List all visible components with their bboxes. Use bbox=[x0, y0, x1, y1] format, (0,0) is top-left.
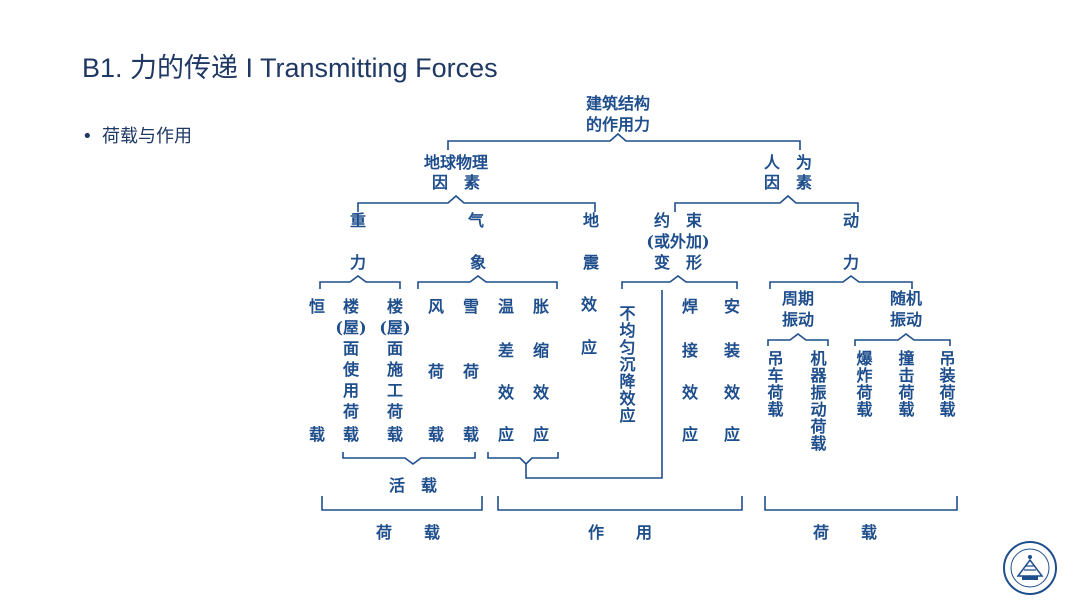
weather-label-top: 气 bbox=[467, 211, 484, 230]
leaf-install-1: 安 bbox=[724, 297, 740, 316]
leaf-floor-use-3: 面 bbox=[343, 339, 359, 358]
dynamic-label-bottom: 力 bbox=[843, 253, 859, 272]
human-label-line1: 人 为 bbox=[764, 153, 812, 172]
leaf-snow-3: 载 bbox=[463, 425, 479, 444]
leaf-wind-3: 载 bbox=[428, 425, 444, 444]
leaf-floor-construct-3: 面 bbox=[387, 339, 403, 358]
quake-label-top: 地 bbox=[583, 211, 599, 230]
leaf-snow-2: 荷 bbox=[463, 362, 479, 381]
constraint-label-line2: (或外加) bbox=[646, 232, 709, 251]
leaf-machine: 机器振动荷载 bbox=[808, 349, 828, 452]
periodic-label-line1: 周期 bbox=[782, 289, 814, 308]
weather-label-bottom: 象 bbox=[470, 253, 486, 272]
root-label-line1: 建筑结构 bbox=[586, 94, 650, 113]
live-load-brace bbox=[342, 452, 476, 465]
leaf-quake-effect-2: 应 bbox=[581, 338, 597, 357]
leaf-install-3: 效 bbox=[724, 383, 740, 402]
constraint-label-line1: 约 束 bbox=[654, 211, 703, 230]
geo-label-line2: 因 素 bbox=[432, 173, 480, 192]
leaf-floor-use-2: (屋) bbox=[335, 318, 366, 337]
leaf-welding-2: 接 bbox=[682, 341, 698, 360]
bottom-action-bracket bbox=[497, 496, 743, 511]
leaf-shrink-2: 缩 bbox=[533, 341, 549, 360]
bullet-text: 荷载与作用 bbox=[102, 126, 192, 147]
leaf-shrink-3: 效 bbox=[533, 383, 549, 402]
leaf-shrink-1: 胀 bbox=[533, 297, 549, 316]
periodic-label-line2: 振动 bbox=[782, 310, 814, 329]
human-brace bbox=[674, 194, 859, 212]
leaf-quake-effect-1: 效 bbox=[581, 295, 597, 314]
leaf-dead-load-top: 恒 bbox=[309, 297, 325, 316]
gravity-label-top: 重 bbox=[350, 211, 366, 230]
gravity-brace bbox=[319, 275, 401, 289]
dynamic-label-top: 动 bbox=[843, 211, 859, 230]
random-label-line1: 随机 bbox=[890, 289, 922, 308]
live-load-label: 活 载 bbox=[389, 476, 437, 495]
leaf-floor-construct-6: 荷 bbox=[387, 402, 403, 421]
leaf-impact: 撞击荷载 bbox=[896, 349, 915, 418]
leaf-floor-construct-7: 载 bbox=[387, 425, 403, 444]
random-brace bbox=[854, 333, 951, 346]
root-label-line2: 的作用力 bbox=[586, 115, 650, 134]
leaf-lifting: 吊装荷载 bbox=[937, 350, 957, 418]
constraint-label-line3: 变 形 bbox=[654, 253, 702, 272]
slide-title: B1. 力的传递 I Transmitting Forces bbox=[82, 53, 498, 83]
leaf-install-2: 装 bbox=[723, 341, 740, 360]
bottom-load-right-bracket bbox=[764, 496, 958, 511]
bottom-load-left-bracket bbox=[321, 496, 483, 511]
random-label-line2: 振动 bbox=[890, 310, 922, 329]
leaf-floor-construct-2: (屋) bbox=[379, 318, 410, 337]
leaf-floor-use-7: 载 bbox=[343, 425, 359, 444]
dynamic-brace bbox=[769, 275, 913, 289]
leaf-floor-construct-5: 工 bbox=[387, 381, 403, 400]
leaf-temp-1: 温 bbox=[497, 297, 514, 316]
bullet-dot: • bbox=[82, 126, 93, 147]
geo-label-line1: 地球物理 bbox=[424, 153, 488, 172]
gravity-label-bottom: 力 bbox=[350, 253, 366, 272]
leaf-floor-use-6: 荷 bbox=[343, 402, 359, 421]
leaf-settlement: 不均匀沉降效应 bbox=[617, 305, 636, 424]
geo-brace bbox=[357, 194, 596, 212]
periodic-brace bbox=[767, 333, 829, 346]
leaf-floor-use-4: 使 bbox=[342, 360, 360, 379]
bullet-item: • 荷载与作用 bbox=[82, 122, 192, 148]
leaf-shrink-4: 应 bbox=[533, 425, 549, 444]
leaf-temp-4: 应 bbox=[498, 425, 514, 444]
human-label-line2: 因 素 bbox=[764, 173, 812, 192]
leaf-install-4: 应 bbox=[724, 425, 740, 444]
weather-brace bbox=[417, 275, 558, 289]
root-brace bbox=[447, 132, 801, 150]
leaf-floor-construct-1: 楼 bbox=[387, 297, 403, 316]
bottom-load-right-label: 荷 载 bbox=[813, 523, 877, 542]
leaf-blast: 爆炸荷载 bbox=[854, 349, 873, 418]
leaf-crane: 吊车荷载 bbox=[765, 350, 784, 418]
bottom-load-left-label: 荷 载 bbox=[376, 523, 440, 542]
leaf-wind-2: 荷 bbox=[428, 362, 444, 381]
university-seal-icon bbox=[1003, 541, 1057, 595]
leaf-dead-load-bottom: 载 bbox=[309, 425, 325, 444]
constraint-brace bbox=[621, 275, 738, 289]
leaf-temp-2: 差 bbox=[498, 341, 514, 360]
leaf-welding-4: 应 bbox=[682, 425, 698, 444]
bottom-action-label: 作 用 bbox=[588, 523, 652, 542]
quake-label-bottom: 震 bbox=[582, 253, 600, 272]
leaf-welding-1: 焊 bbox=[682, 297, 698, 316]
thermal-effects-connector bbox=[487, 290, 663, 479]
leaf-temp-3: 效 bbox=[498, 383, 514, 402]
leaf-wind-1: 风 bbox=[428, 297, 444, 316]
leaf-floor-construct-4: 施 bbox=[387, 360, 403, 379]
leaf-floor-use-5: 用 bbox=[343, 381, 359, 400]
leaf-welding-3: 效 bbox=[682, 383, 698, 402]
leaf-floor-use-1: 楼 bbox=[343, 297, 359, 316]
leaf-snow-1: 雪 bbox=[463, 297, 479, 316]
